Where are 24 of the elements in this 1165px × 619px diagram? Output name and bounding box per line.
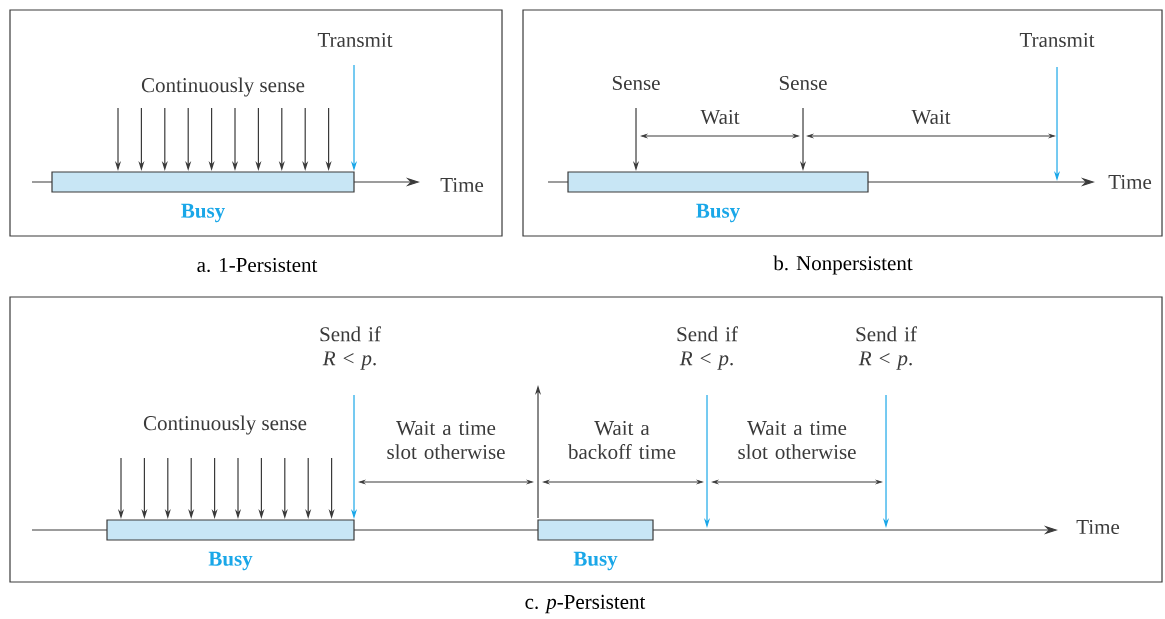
axis-label: Time <box>1108 174 1152 190</box>
bar-label: Busy <box>208 551 253 571</box>
interval-label: Wait a backoff time <box>567 420 676 460</box>
panel-caption: b. Nonpersistent <box>773 255 913 275</box>
arrow-label: Continuously sense <box>143 415 307 435</box>
arrow-label: Send if R < p. <box>677 326 738 370</box>
interval-label: Wait a time slot otherwise <box>387 420 505 460</box>
arrow-label: Send if R < p. <box>856 326 917 370</box>
bar-label: Busy <box>181 203 225 223</box>
arrow-label: Sense <box>612 75 660 91</box>
interval-label: Wait <box>911 109 951 125</box>
arrow-label: Continuously sense <box>141 77 305 97</box>
panel-caption: a. 1-Persistent <box>197 257 318 273</box>
arrow-label: Sense <box>779 75 827 91</box>
interval-label: Wait a time slot otherwise <box>738 420 856 460</box>
bar-label: Busy <box>696 203 740 223</box>
interval-label: Wait <box>700 109 740 125</box>
panel-caption: c. p-Persistent <box>525 594 646 614</box>
axis-label: Time <box>1076 519 1120 535</box>
arrow-label: Send if R < p. <box>320 326 381 370</box>
axis-label: Time <box>440 177 484 193</box>
arrow-label: Transmit <box>1019 32 1095 48</box>
bar-label: Busy <box>573 551 618 571</box>
arrow-label: Transmit <box>317 32 393 48</box>
